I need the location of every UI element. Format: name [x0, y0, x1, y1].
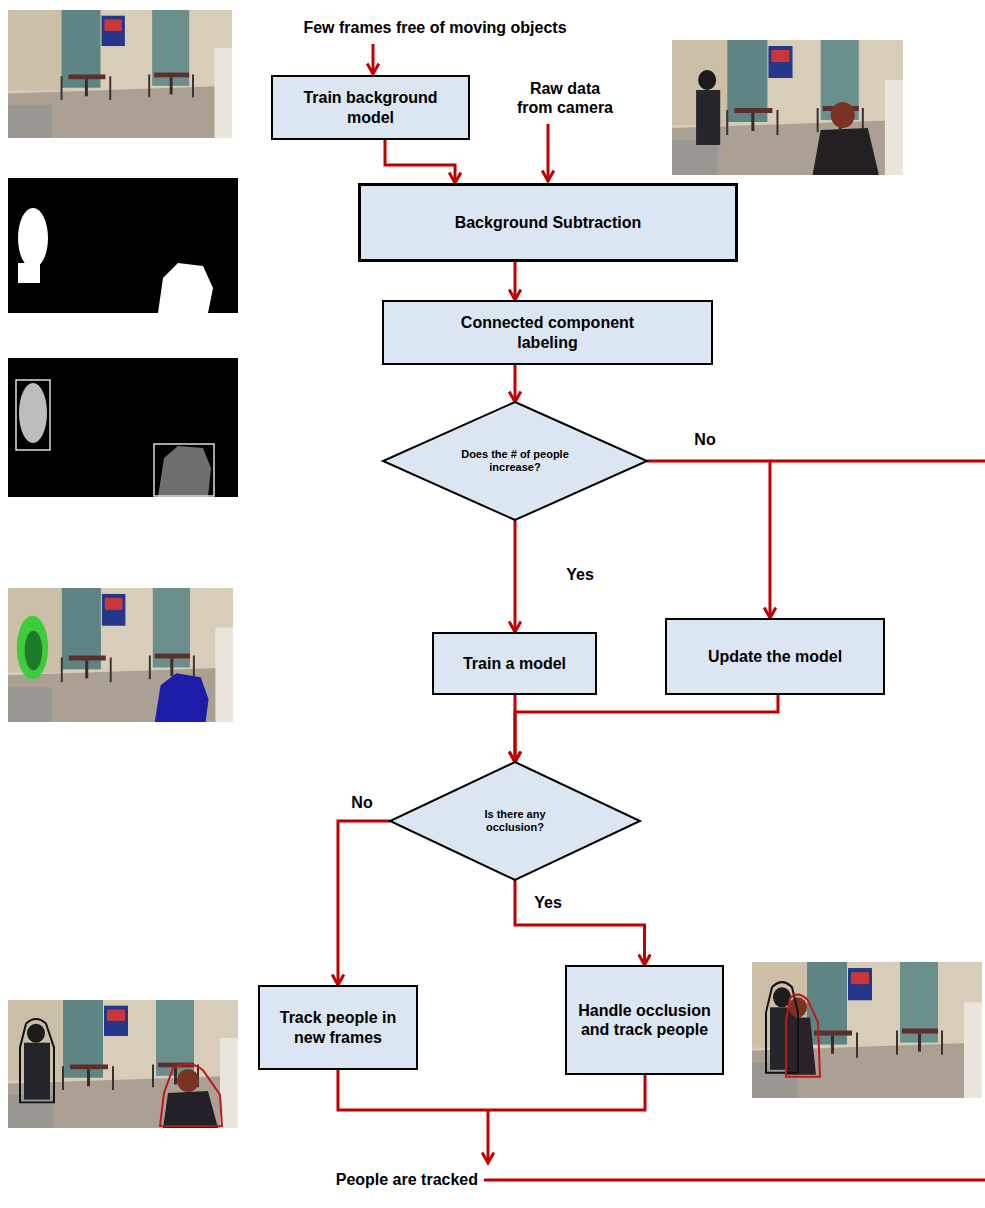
flow-arrow: [514, 262, 517, 300]
flow-arrow: [514, 365, 517, 402]
component-blob: [19, 383, 47, 443]
flow-arrow: [515, 695, 778, 762]
room-scene: [672, 40, 903, 175]
process-box: Update the model: [665, 618, 885, 695]
mask-ground: [8, 358, 238, 497]
input-note: Few frames free of moving objects: [303, 18, 566, 37]
process-label: Track people in new frames: [272, 1008, 404, 1046]
person-body: [813, 128, 879, 175]
input-arrow: [372, 44, 375, 74]
decision-text: Is there any occlusion?: [460, 808, 570, 834]
occlusion-photo: [752, 962, 982, 1098]
person-head: [698, 70, 716, 90]
mask-ground: [8, 178, 238, 313]
person-model: [17, 616, 48, 680]
person-body: [696, 90, 720, 145]
process-label: Train background model: [283, 88, 458, 126]
mask-blob: [18, 263, 40, 283]
diamond-shape: [383, 402, 647, 520]
room-scene: [8, 10, 232, 138]
person-body: [163, 1091, 218, 1128]
loop-line: [484, 1179, 985, 1182]
person-model: [25, 631, 43, 671]
track-outline: [786, 995, 820, 1077]
process-label: Background Subtraction: [455, 213, 642, 232]
edge-label: No: [349, 794, 374, 812]
person-head: [177, 1069, 199, 1092]
decision-text: Does the # of people increase?: [455, 448, 575, 474]
input-note: Raw data from camera: [511, 79, 619, 117]
bounding-box: [16, 380, 50, 450]
mask-blob: [158, 263, 213, 313]
room-scene: [8, 1000, 238, 1128]
component-blob: [158, 446, 211, 497]
mask-blob: [18, 208, 48, 268]
process-label: Train a model: [463, 654, 566, 673]
person-body: [24, 1043, 50, 1100]
process-box: Train a model: [432, 632, 597, 695]
background-photo: [8, 10, 232, 138]
output-arrow: [487, 1110, 490, 1163]
person-head: [27, 1024, 45, 1043]
process-label: Connected component labeling: [433, 313, 663, 351]
camera-photo: [672, 40, 903, 175]
person-model: [155, 673, 209, 722]
person-body: [786, 1017, 816, 1074]
foreground-mask: [8, 178, 238, 313]
edge-label: Yes: [564, 566, 596, 584]
edge-label: Yes: [532, 894, 564, 912]
loop-line: [770, 460, 985, 463]
decision-diamond: Is there any occlusion?: [390, 762, 640, 880]
process-box: Connected component labeling: [382, 300, 713, 365]
decision-diamond: Does the # of people increase?: [383, 402, 647, 520]
room-scene: [8, 588, 233, 722]
process-label: Update the model: [708, 647, 842, 666]
flow-arrow: [515, 880, 645, 965]
process-label: Handle occlusion and track people: [577, 1001, 712, 1039]
component-image: [8, 358, 238, 497]
track-outline: [160, 1064, 222, 1126]
input-arrow: [547, 124, 550, 181]
edge-label: No: [692, 431, 717, 449]
flow-arrow: [385, 140, 455, 183]
output-note: People are tracked: [336, 1170, 478, 1189]
track-outline: [20, 1019, 54, 1102]
process-box: Train background model: [271, 75, 470, 140]
process-box: Handle occlusion and track people: [565, 965, 724, 1075]
model-image: [8, 588, 233, 722]
bounding-box: [154, 444, 214, 496]
flow-arrow: [514, 520, 517, 632]
flow-arrow: [338, 821, 390, 985]
room-scene: [752, 962, 982, 1098]
process-box: Track people in new frames: [258, 985, 418, 1070]
person-head: [831, 102, 855, 128]
diamond-shape: [390, 762, 640, 880]
process-box: Background Subtraction: [358, 183, 738, 262]
tracked-photo: [8, 1000, 238, 1128]
flow-arrow: [647, 461, 770, 618]
